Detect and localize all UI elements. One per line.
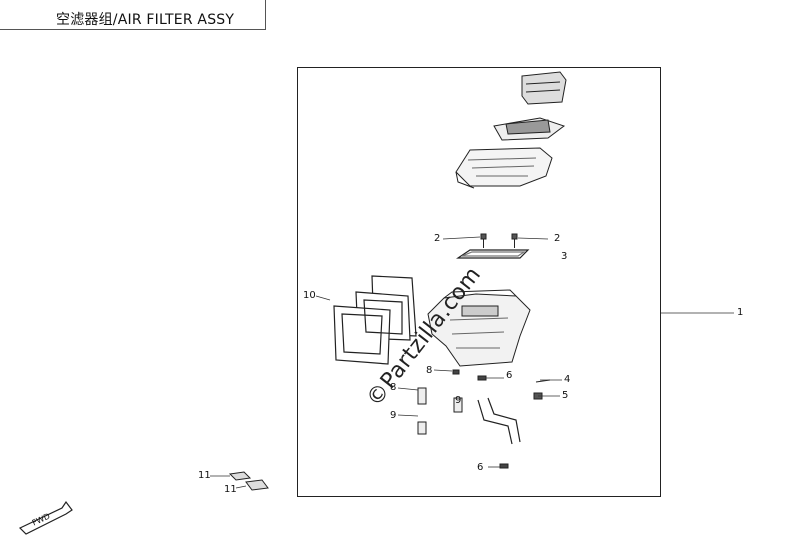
upper-cover bbox=[455, 147, 553, 189]
callout-6-upper: 6 bbox=[506, 370, 513, 381]
gasket bbox=[456, 249, 530, 259]
filter-elements bbox=[333, 275, 417, 365]
callout-9-upper: 9 bbox=[455, 395, 462, 406]
drain-tube bbox=[477, 397, 521, 445]
filter-screen bbox=[493, 117, 566, 141]
title-underline-stub bbox=[8, 29, 18, 30]
callout-6-lower: 6 bbox=[477, 462, 484, 473]
callout-11-upper: 11 bbox=[198, 470, 211, 481]
callout-11-lower: 11 bbox=[224, 484, 237, 495]
small-clamps bbox=[228, 471, 269, 491]
title-box bbox=[0, 0, 266, 30]
assembly-frame bbox=[297, 67, 661, 497]
callout-3: 3 bbox=[561, 251, 568, 262]
screws bbox=[480, 233, 518, 248]
callout-9-lower: 9 bbox=[390, 410, 397, 421]
callout-4: 4 bbox=[564, 374, 571, 385]
callout-5: 5 bbox=[562, 390, 569, 401]
clips bbox=[452, 369, 509, 469]
callout-2-right: 2 bbox=[554, 233, 561, 244]
intake-cap bbox=[521, 71, 567, 105]
fwd-arrow-icon bbox=[18, 500, 73, 535]
page-title: 空滤器组/AIR FILTER ASSY bbox=[56, 12, 235, 28]
air-box-housing bbox=[427, 289, 531, 367]
callout-2-left: 2 bbox=[434, 233, 441, 244]
callout-8-lower: 8 bbox=[390, 382, 397, 393]
hose-pieces bbox=[417, 387, 463, 435]
callout-10: 10 bbox=[303, 290, 316, 301]
callout-8-upper: 8 bbox=[426, 365, 433, 376]
callout-1: 1 bbox=[737, 307, 744, 318]
leader-lines bbox=[210, 236, 734, 489]
